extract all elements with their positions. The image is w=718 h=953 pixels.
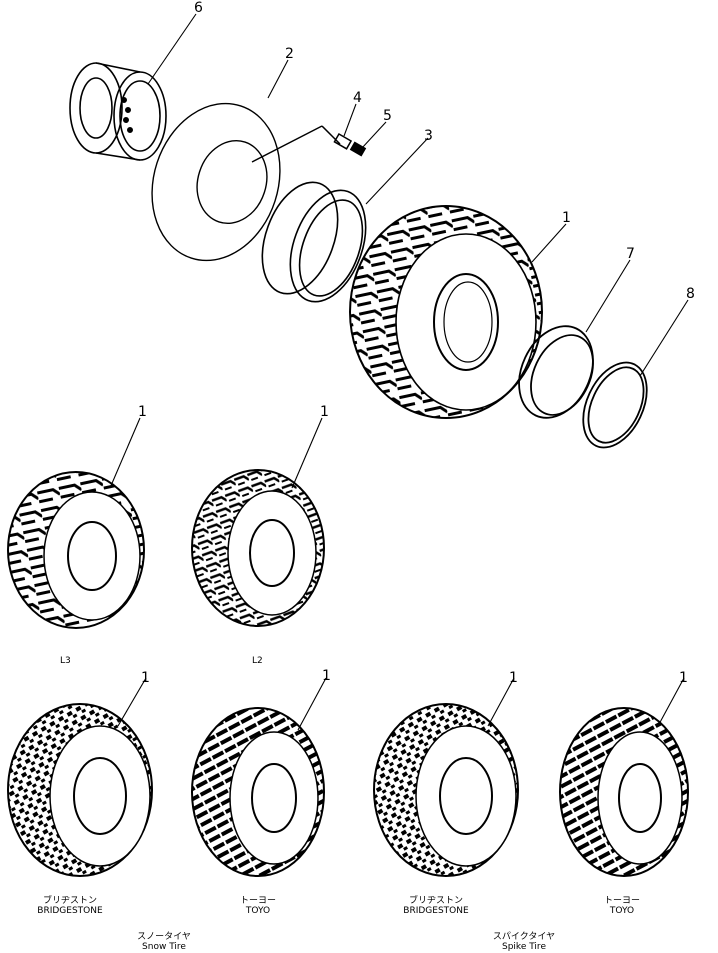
caption-snow-toyo: トーヨー TOYO [198, 896, 318, 916]
callout-1-main: 1 [562, 210, 571, 226]
callout-2: 2 [285, 46, 294, 62]
caption-snow-bridgestone-en: BRIDGESTONE [37, 906, 103, 916]
caption-spike-bridgestone-jp: ブリヂストン [408, 896, 463, 906]
lock-ring-part-7 [518, 325, 594, 419]
tire-part-1-main [349, 205, 543, 419]
caption-spike-tire-en: Spike Tire [502, 942, 546, 952]
valve-parts-4-5 [321, 125, 367, 157]
caption-snow-tire-jp: スノータイヤ [137, 932, 191, 942]
caption-spike-toyo: トーヨー TOYO [562, 896, 682, 916]
callout-4: 4 [353, 90, 362, 106]
callout-1-snow-bridgestone: 1 [141, 670, 150, 686]
caption-spike-bridgestone: ブリヂストン BRIDGESTONE [376, 896, 496, 916]
callout-1-spike-toyo: 1 [679, 670, 688, 686]
variant-label-l3: L3 [60, 656, 71, 666]
tire-l2 [191, 469, 325, 627]
callout-6: 6 [194, 0, 203, 16]
caption-spike-bridgestone-en: BRIDGESTONE [403, 906, 469, 916]
rim-part-6 [69, 62, 167, 161]
caption-spike-toyo-en: TOYO [609, 906, 635, 916]
caption-snow-tire-group: スノータイヤ Snow Tire [104, 932, 224, 952]
callout-1-snow-toyo: 1 [322, 668, 331, 684]
tire-l3 [7, 471, 145, 629]
o-ring-part-8 [582, 361, 648, 449]
callout-7: 7 [626, 246, 635, 262]
callout-5: 5 [383, 108, 392, 124]
caption-snow-bridgestone: ブリヂストン BRIDGESTONE [10, 896, 130, 916]
callout-8: 8 [686, 286, 695, 302]
caption-snow-bridgestone-jp: ブリヂストン [42, 896, 97, 906]
caption-snow-toyo-en: TOYO [245, 906, 271, 916]
caption-snow-toyo-jp: トーヨー [239, 896, 276, 906]
caption-spike-tire-group: スパイクタイヤ Spike Tire [464, 932, 584, 952]
variant-label-l2: L2 [252, 656, 263, 666]
tire-spike-toyo [559, 707, 689, 877]
ring-part-3 [261, 181, 367, 303]
tire-snow-bridgestone [7, 703, 153, 877]
callout-3: 3 [424, 128, 433, 144]
caption-snow-tire-en: Snow Tire [142, 942, 186, 952]
caption-spike-tire-jp: スパイクタイヤ [492, 932, 556, 942]
callout-1-l3: 1 [138, 404, 147, 420]
tire-spike-bridgestone [373, 703, 519, 877]
leader-lines-top [147, 13, 689, 377]
tire-snow-toyo [191, 707, 325, 877]
callout-1-spike-bridgestone: 1 [509, 670, 518, 686]
flap-part-2 [151, 102, 323, 262]
caption-spike-toyo-jp: トーヨー [603, 896, 640, 906]
callout-1-l2: 1 [320, 404, 329, 420]
